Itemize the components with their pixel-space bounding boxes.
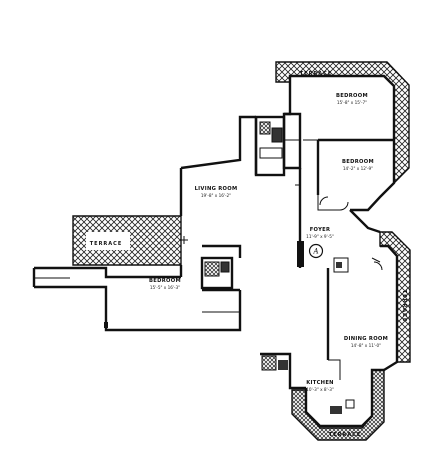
dining-room-dims: 14'-8" x 11'-0" [351,343,381,348]
kitchen-dims: 10'-3" x 8'-3" [306,387,334,392]
bedroom-left-name: BEDROOM [149,278,181,284]
bedroom-right-dims: 14'-2" x 12'-9" [343,166,373,171]
terrace-left-label: TERRACE [90,241,122,247]
bedroom-right-name: BEDROOM [342,159,374,165]
foyer-name: FOYER [310,227,331,233]
living-room-name: LIVING ROOM [195,186,238,192]
entry-marker-letter: A [312,248,318,256]
entry-marker [308,243,324,259]
bedroom-upper-dims: 15'-8" x 15'-7" [337,100,367,105]
dining-room-name: DINING ROOM [344,336,388,342]
terrace-bottom-label: TERRACE [329,432,361,438]
bedroom-upper-name: BEDROOM [336,93,368,99]
kitchen-name: KITCHEN [306,380,334,386]
terrace-left [72,215,182,266]
terrace-right-label: TERRACE [401,290,407,322]
bedroom-left-dims: 15'-5" x 16'-3" [150,285,180,290]
terrace-top-label: TERRACE [300,71,332,77]
living-room-dims: 19'-8" x 16'-2" [201,193,231,198]
foyer-dims: 11'-9" x 9'-5" [306,234,334,239]
